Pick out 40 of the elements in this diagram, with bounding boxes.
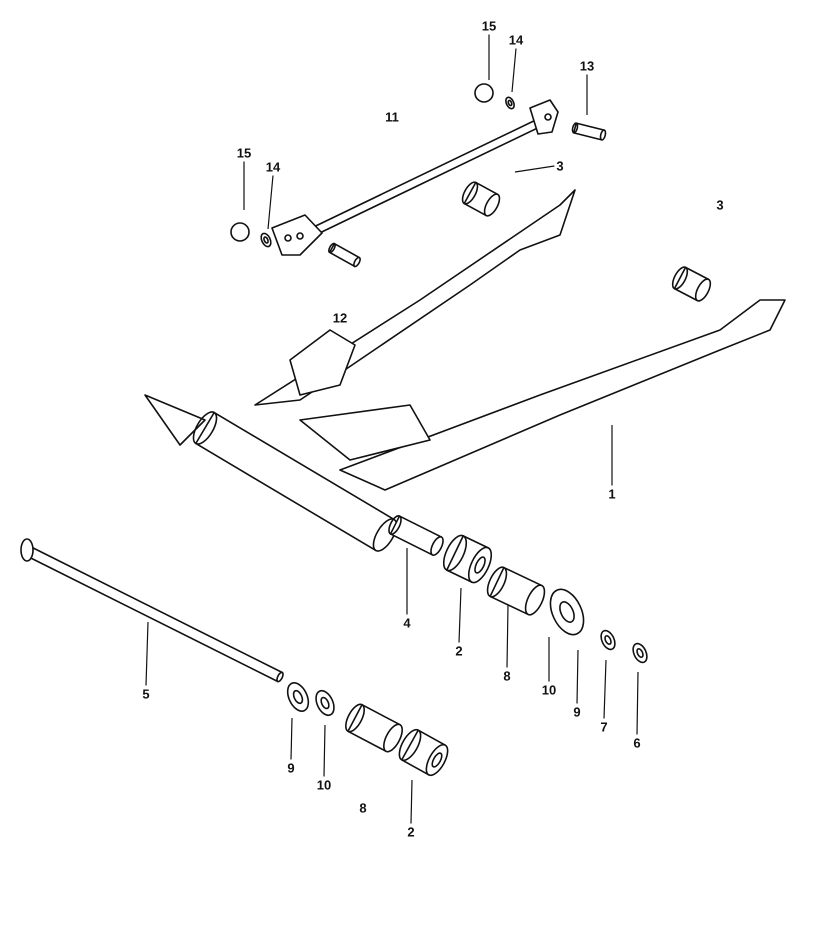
callout-number: 13 (578, 58, 596, 74)
leader-line (636, 672, 639, 735)
callout-number: 9 (572, 704, 582, 720)
leader-line (406, 548, 408, 614)
leader-line (586, 74, 588, 115)
callout-number: 2 (406, 824, 416, 840)
callout-number: 3 (715, 198, 725, 212)
leader-line (323, 724, 326, 777)
callout-number: 15 (480, 18, 498, 34)
leader-line (576, 650, 579, 704)
callout-number: 8 (358, 800, 368, 816)
callout-number: 9 (286, 760, 296, 776)
callout-number: 1 (607, 486, 617, 502)
callout-number: 2 (454, 644, 464, 658)
leader-line (290, 718, 293, 760)
leader-line (603, 660, 607, 719)
callout-number: 6 (632, 736, 642, 750)
callout-number: 7 (599, 720, 609, 734)
leader-line (410, 780, 413, 824)
callout-number: 8 (502, 668, 512, 684)
leader-line (145, 622, 149, 686)
leader-line (514, 165, 554, 173)
leader-line (506, 604, 509, 668)
callout-number: 3 (555, 158, 565, 174)
leader-line (511, 48, 517, 92)
callout-number: 14 (264, 160, 282, 174)
callout-number: 14 (508, 32, 524, 48)
callout-number: 12 (332, 310, 348, 326)
callout-number: 10 (540, 682, 558, 698)
leader-line (611, 425, 613, 486)
callout-number: 11 (384, 110, 400, 124)
callout-number: 10 (316, 778, 332, 792)
leader-line (488, 34, 490, 80)
leader-line (243, 162, 245, 210)
leader-line (458, 588, 462, 643)
callout-number: 5 (141, 686, 151, 702)
leader-line (548, 637, 550, 682)
callout-number: 4 (402, 616, 412, 630)
callout-number: 15 (236, 146, 252, 160)
leader-line (267, 175, 274, 230)
